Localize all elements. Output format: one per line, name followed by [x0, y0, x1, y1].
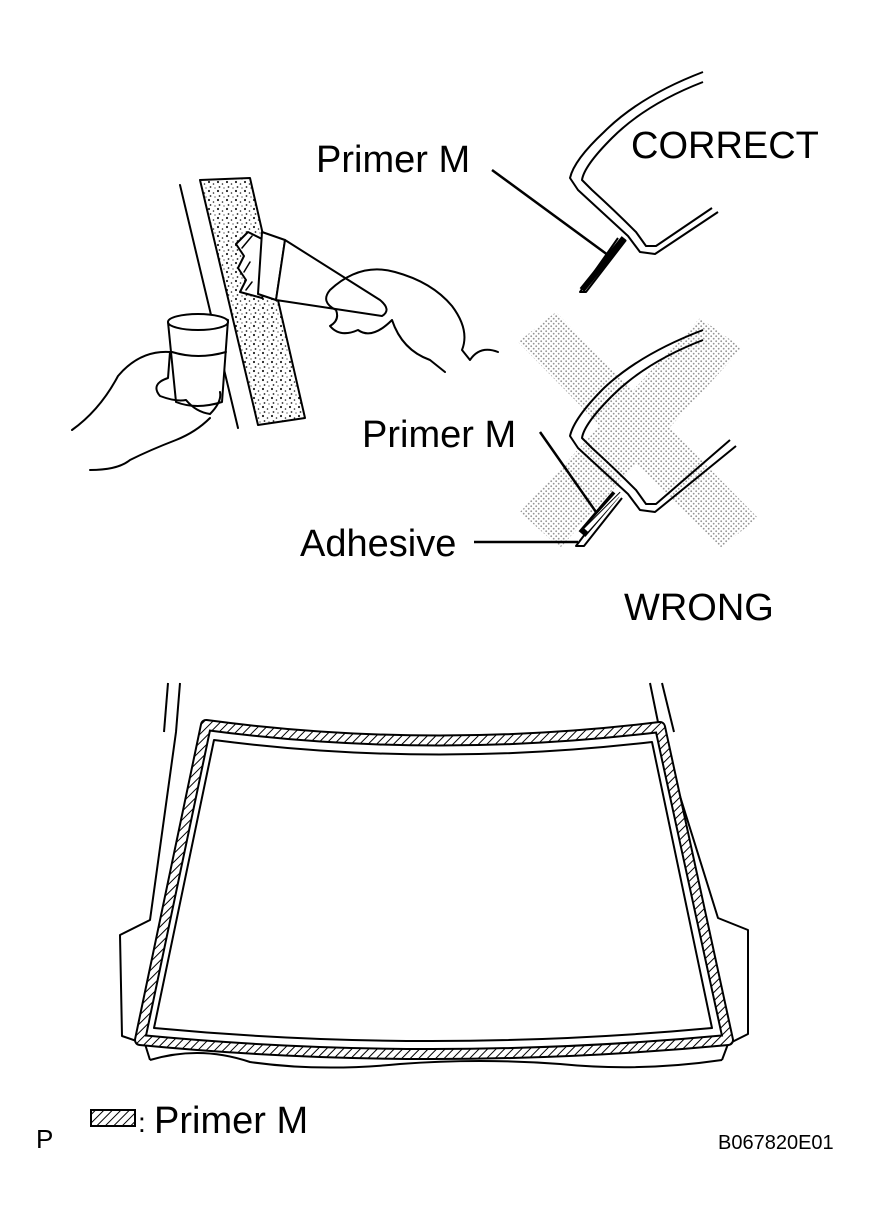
primer-m-label-wrong: Primer M: [362, 414, 516, 456]
corner-letter: P: [36, 1124, 53, 1154]
adhesive-label: Adhesive: [300, 523, 456, 565]
wrong-x-mark: [518, 312, 758, 548]
wrong-cross-section: [474, 312, 758, 548]
legend-primer-m-label: Primer M: [154, 1100, 308, 1142]
legend-hatch-swatch: [90, 1109, 136, 1127]
primer-m-label-correct: Primer M: [316, 139, 470, 181]
brush-application-illustration: [71, 177, 499, 471]
legend-separator: :: [138, 1107, 146, 1138]
correct-label: CORRECT: [631, 125, 819, 167]
correct-cross-section: [491, 71, 719, 293]
wrong-label: WRONG: [624, 587, 774, 629]
figure-code: B067820E01: [718, 1132, 834, 1154]
windshield-opening-illustration: [119, 682, 749, 1069]
